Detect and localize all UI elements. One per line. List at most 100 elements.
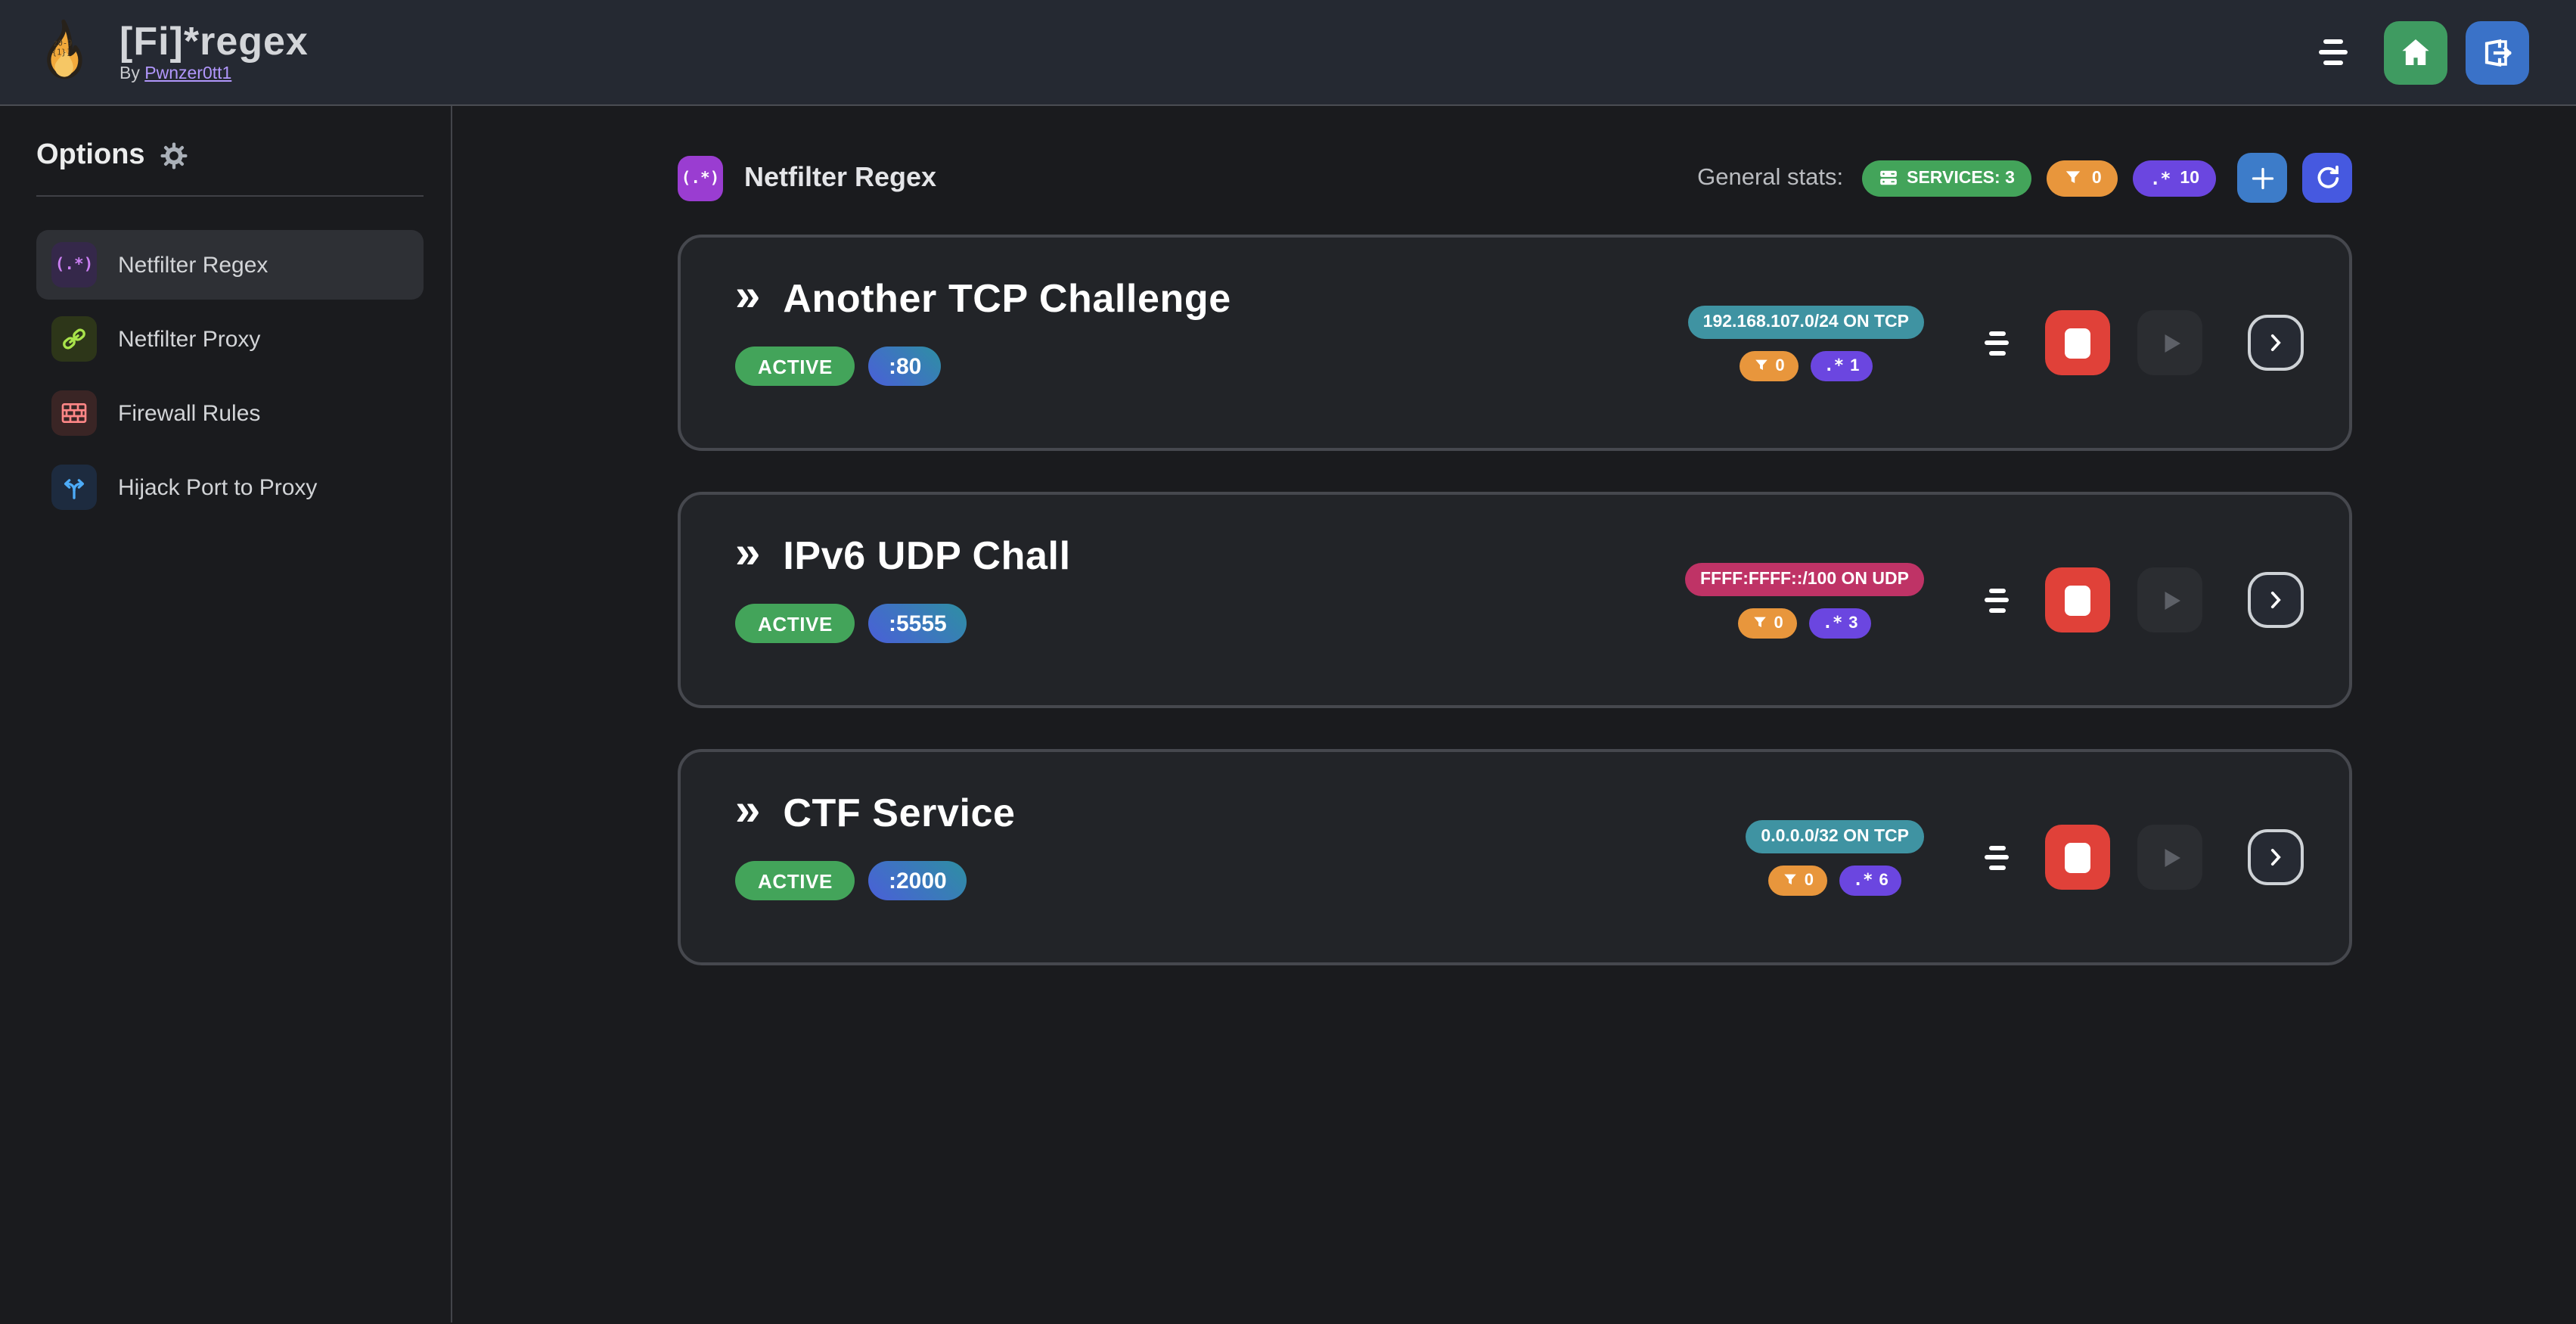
- stop-button[interactable]: [2045, 825, 2110, 890]
- menu-handle-icon[interactable]: [1982, 325, 2012, 361]
- play-button[interactable]: [2137, 825, 2202, 890]
- regex-glyph-icon: .*: [2149, 167, 2171, 188]
- menu-handle-icon[interactable]: [1982, 839, 2012, 875]
- service-name: Another TCP Challenge: [783, 275, 1231, 321]
- play-button[interactable]: [2137, 567, 2202, 632]
- sidebar-nav: (.*) Netfilter Regex Netfilter P: [36, 230, 424, 522]
- split-arrows-icon: [51, 465, 97, 510]
- stats-label: General stats:: [1697, 164, 1844, 190]
- regex-icon: (.*): [51, 242, 97, 287]
- sidebar-item-label: Netfilter Regex: [118, 252, 268, 278]
- stop-icon: [2065, 842, 2090, 872]
- expand-button[interactable]: [2248, 315, 2304, 371]
- brand: z0-9 {1}] [Fi]*regex By Pwnzer0tt1: [27, 16, 309, 89]
- flame-logo-icon: z0-9 {1}]: [27, 16, 100, 89]
- byline: By Pwnzer0tt1: [119, 65, 309, 83]
- navbar: z0-9 {1}] [Fi]*regex By Pwnzer0tt1: [0, 0, 2576, 106]
- sidebar-item-label: Firewall Rules: [118, 400, 261, 426]
- sidebar-item-label: Netfilter Proxy: [118, 326, 261, 352]
- gear-icon: [159, 141, 189, 171]
- sidebar-heading: Options: [36, 139, 424, 172]
- regex-badge: .* 1: [1810, 350, 1873, 381]
- service-name: IPv6 UDP Chall: [783, 533, 1071, 578]
- funnel-icon: [2063, 168, 2083, 188]
- brand-text: [Fi]*regex By Pwnzer0tt1: [119, 17, 309, 83]
- chevron-right-icon: [2263, 330, 2289, 356]
- status-badge: ACTIVE: [735, 347, 855, 386]
- sidebar-item-hijack-port-to-proxy[interactable]: Hijack Port to Proxy: [36, 452, 424, 522]
- sidebar: Options: [0, 106, 452, 1322]
- regex-badge: .* 6: [1839, 865, 1902, 895]
- regex-count-badge: .* 10: [2133, 160, 2216, 196]
- firewall-bricks-icon: [51, 390, 97, 436]
- play-icon: [2155, 585, 2185, 615]
- play-icon: [2155, 842, 2185, 872]
- server-icon: [1878, 168, 1898, 188]
- network-badge: 192.168.107.0/24 ON TCP: [1687, 305, 1924, 338]
- chevrons-icon: »: [735, 528, 761, 578]
- sidebar-item-netfilter-proxy[interactable]: Netfilter Proxy: [36, 304, 424, 374]
- port-badge: :80: [868, 347, 942, 386]
- section-title: Netfilter Regex: [744, 162, 937, 192]
- stop-button[interactable]: [2045, 310, 2110, 375]
- expand-button[interactable]: [2248, 829, 2304, 885]
- chevron-right-icon: [2263, 587, 2289, 613]
- service-card: » Another TCP Challenge ACTIVE :80 192.1…: [678, 235, 2352, 451]
- byline-prefix: By: [119, 65, 140, 84]
- main-area: (.*) Netfilter Regex General stats: SERV…: [452, 106, 2576, 1322]
- stop-icon: [2065, 328, 2090, 358]
- section-header: (.*) Netfilter Regex General stats: SERV…: [678, 153, 2352, 203]
- sidebar-divider: [36, 195, 424, 197]
- menu-handle-icon[interactable]: [1982, 582, 2012, 618]
- link-icon: [51, 316, 97, 362]
- logout-button[interactable]: [2466, 20, 2529, 84]
- funnel-icon: [1782, 872, 1799, 888]
- filtered-badge: 0: [1768, 865, 1827, 895]
- plus-icon: [2247, 163, 2277, 193]
- service-card: » CTF Service ACTIVE :2000 0.0.0.0/32 ON…: [678, 749, 2352, 965]
- add-service-button[interactable]: [2237, 153, 2287, 203]
- status-badge: ACTIVE: [735, 604, 855, 643]
- author-link[interactable]: Pwnzer0tt1: [144, 65, 232, 84]
- chevrons-icon: »: [735, 271, 761, 321]
- stop-icon: [2065, 585, 2090, 615]
- play-button[interactable]: [2137, 310, 2202, 375]
- sidebar-item-netfilter-regex[interactable]: (.*) Netfilter Regex: [36, 230, 424, 300]
- svg-text:z0-9: z0-9: [53, 38, 72, 47]
- regex-badge: .* 3: [1808, 608, 1872, 638]
- services-count-badge: SERVICES: 3: [1861, 160, 2031, 196]
- app-title: [Fi]*regex: [119, 17, 309, 64]
- service-name: CTF Service: [783, 790, 1016, 835]
- status-badge: ACTIVE: [735, 861, 855, 900]
- chevron-right-icon: [2263, 844, 2289, 870]
- chevrons-icon: »: [735, 785, 761, 835]
- funnel-icon: [1752, 614, 1768, 631]
- stop-button[interactable]: [2045, 567, 2110, 632]
- funnel-icon: [1752, 357, 1769, 374]
- network-badge: FFFF:FFFF::/100 ON UDP: [1685, 562, 1924, 595]
- nav-actions: [2316, 20, 2529, 84]
- expand-button[interactable]: [2248, 572, 2304, 628]
- refresh-icon: [2312, 163, 2342, 193]
- regex-glyph-icon: .*: [1822, 613, 1843, 632]
- port-badge: :5555: [868, 604, 967, 643]
- refresh-button[interactable]: [2302, 153, 2352, 203]
- svg-text:{1}]: {1}]: [52, 47, 71, 56]
- sidebar-item-label: Hijack Port to Proxy: [118, 474, 318, 500]
- home-button[interactable]: [2384, 20, 2447, 84]
- filtered-count-badge: 0: [2046, 160, 2118, 196]
- home-icon: [2398, 34, 2434, 70]
- general-stats: General stats: SERVICES: 3 0: [1697, 153, 2352, 203]
- regex-glyph-icon: .*: [1823, 356, 1845, 375]
- sidebar-heading-label: Options: [36, 139, 145, 171]
- menu-icon[interactable]: [2316, 33, 2351, 71]
- page-body: Options: [0, 106, 2576, 1322]
- logout-icon: [2479, 34, 2515, 70]
- sidebar-item-firewall-rules[interactable]: Firewall Rules: [36, 378, 424, 448]
- port-badge: :2000: [868, 861, 967, 900]
- regex-section-icon: (.*): [678, 155, 723, 200]
- service-card: » IPv6 UDP Chall ACTIVE :5555 FFFF:FFFF:…: [678, 492, 2352, 708]
- network-badge: 0.0.0.0/32 ON TCP: [1746, 819, 1924, 853]
- service-list: » Another TCP Challenge ACTIVE :80 192.1…: [678, 235, 2352, 965]
